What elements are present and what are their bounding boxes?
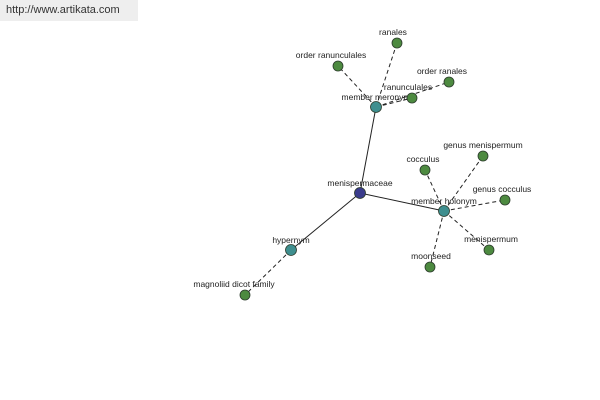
node-circle-menispermum[interactable] bbox=[483, 244, 495, 256]
node-moonseed[interactable]: moonseed bbox=[411, 251, 451, 273]
node-order-ranunculales[interactable]: order ranunculales bbox=[296, 50, 366, 72]
node-label-root: menispermaceae bbox=[327, 178, 392, 188]
node-label-magnoliid-dicot-family: magnoliid dicot family bbox=[193, 279, 275, 289]
node-circle-hypernym[interactable] bbox=[285, 244, 297, 256]
node-label-ranunculales: ranunculales bbox=[384, 82, 432, 92]
node-circle-ranunculales[interactable] bbox=[406, 92, 418, 104]
node-label-ranales: ranales bbox=[379, 27, 407, 37]
edge-member-holonym-to-genus-cocculus bbox=[443, 199, 506, 212]
node-label-genus-menispermum: genus menispermum bbox=[443, 140, 522, 150]
node-label-menispermum: menispermum bbox=[464, 234, 518, 244]
node-circle-genus-menispermum[interactable] bbox=[477, 150, 489, 162]
node-circle-magnoliid-dicot-family[interactable] bbox=[239, 289, 251, 301]
node-menispermum[interactable]: menispermum bbox=[464, 234, 518, 256]
node-circle-moonseed[interactable] bbox=[424, 261, 436, 273]
node-circle-member-meronym[interactable] bbox=[370, 101, 382, 113]
node-member-meronym[interactable]: member meronym bbox=[342, 92, 411, 113]
node-label-moonseed: moonseed bbox=[411, 251, 451, 261]
edge-member-meronym-to-ranales bbox=[375, 42, 398, 108]
node-ranunculales[interactable]: ranunculales bbox=[384, 82, 432, 104]
edge-member-meronym-to-ranunculales bbox=[375, 97, 413, 108]
edges-layer bbox=[244, 42, 506, 296]
node-cocculus[interactable]: cocculus bbox=[406, 154, 440, 176]
node-circle-root[interactable] bbox=[354, 187, 366, 199]
node-label-order-ranales: order ranales bbox=[417, 66, 467, 76]
node-circle-genus-cocculus[interactable] bbox=[499, 194, 511, 206]
node-genus-menispermum[interactable]: genus menispermum bbox=[443, 140, 523, 162]
node-label-member-holonym: member holonym bbox=[411, 196, 477, 206]
nodes-layer: menispermaceae member meronym member holon… bbox=[193, 27, 532, 301]
edge-member-holonym-to-menispermum bbox=[443, 210, 490, 251]
node-circle-order-ranunculales[interactable] bbox=[332, 60, 344, 72]
node-hypernym[interactable]: hypernym bbox=[272, 235, 310, 256]
edge-root-to-hypernym bbox=[290, 192, 361, 251]
site-watermark: http://www.artikata.com bbox=[0, 0, 138, 21]
node-root[interactable]: menispermaceae bbox=[327, 178, 393, 199]
node-circle-order-ranales[interactable] bbox=[443, 76, 455, 88]
node-label-cocculus: cocculus bbox=[406, 154, 439, 164]
edge-member-holonym-to-genus-menispermum bbox=[443, 155, 484, 212]
node-label-member-meronym: member meronym bbox=[342, 92, 411, 102]
node-member-holonym[interactable]: member holonym bbox=[411, 196, 477, 217]
node-order-ranales[interactable]: order ranales bbox=[417, 66, 467, 88]
edge-root-to-member-meronym bbox=[359, 106, 377, 194]
node-label-order-ranunculales: order ranunculales bbox=[296, 50, 366, 60]
node-magnoliid-dicot-family[interactable]: magnoliid dicot family bbox=[193, 279, 275, 301]
node-circle-cocculus[interactable] bbox=[419, 164, 431, 176]
edge-root-to-member-holonym bbox=[359, 192, 445, 212]
node-label-genus-cocculus: genus cocculus bbox=[473, 184, 532, 194]
edge-member-holonym-to-cocculus bbox=[424, 169, 445, 212]
edge-member-meronym-to-order-ranunculales bbox=[337, 65, 377, 108]
node-circle-ranales[interactable] bbox=[391, 37, 403, 49]
node-label-hypernym: hypernym bbox=[272, 235, 309, 245]
node-circle-member-holonym[interactable] bbox=[438, 205, 450, 217]
node-ranales[interactable]: ranales bbox=[379, 27, 407, 49]
edge-hypernym-to-magnoliid-dicot-family bbox=[244, 249, 292, 296]
edge-member-holonym-to-moonseed bbox=[429, 210, 445, 268]
node-genus-cocculus[interactable]: genus cocculus bbox=[473, 184, 532, 206]
